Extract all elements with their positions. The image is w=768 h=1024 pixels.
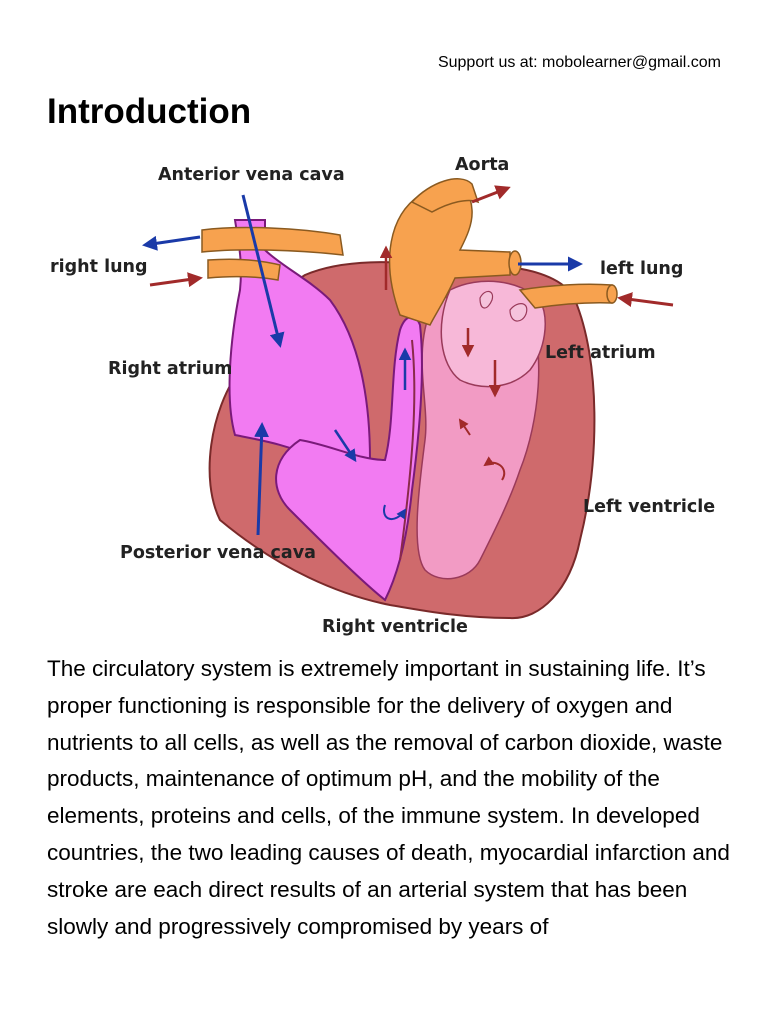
arrow-to-right-lung — [142, 235, 201, 251]
aortic-valve — [509, 303, 528, 322]
arrow-ventricle-curl — [383, 504, 407, 520]
pulmonary-vein-right — [207, 258, 281, 281]
arrow-anterior-vena-cava — [241, 194, 285, 348]
arrow-aorta-out — [471, 185, 511, 204]
label-right-ventricle: Right ventricle — [322, 617, 468, 637]
page-title: Introduction — [47, 92, 252, 131]
arrow-left-ventricle-curl — [483, 456, 506, 481]
label-anterior-vena-cava: Anterior vena cava — [158, 165, 345, 185]
support-contact-text: Support us at: mobolearner@gmail.com — [437, 54, 721, 71]
arrow-from-left-lung — [617, 292, 674, 308]
label-posterior-vena-cava: Posterior vena cava — [120, 543, 316, 563]
intro-paragraph: The circulatory system is extremely impo… — [47, 656, 730, 939]
label-left-ventricle: Left ventricle — [583, 497, 715, 517]
arrow-left-ventricle-up — [458, 418, 471, 436]
mitral-valve — [479, 290, 494, 309]
label-left-lung: left lung — [600, 259, 683, 279]
septum — [399, 339, 416, 561]
pulmonary-artery — [201, 226, 344, 256]
label-left-atrium: Left atrium — [545, 343, 656, 363]
label-aorta: Aorta — [455, 155, 509, 175]
label-right-lung: right lung — [50, 257, 148, 277]
aorta-arch — [388, 182, 511, 326]
arrow-from-right-lung — [149, 272, 203, 288]
pulmonary-vein-opening — [606, 284, 618, 304]
pulmonary-vein-left — [518, 283, 613, 309]
label-right-atrium: Right atrium — [108, 359, 232, 379]
right-atrium-chamber — [228, 219, 372, 469]
heart-diagram: Anterior vena cava Aorta right lung left… — [40, 140, 730, 640]
aorta-top — [410, 178, 480, 213]
heart-diagram-svg: Anterior vena cava Aorta right lung left… — [50, 155, 715, 637]
arrow-right-atrium-to-ventricle — [333, 429, 357, 463]
arrow-posterior-vena-cava — [254, 422, 270, 536]
